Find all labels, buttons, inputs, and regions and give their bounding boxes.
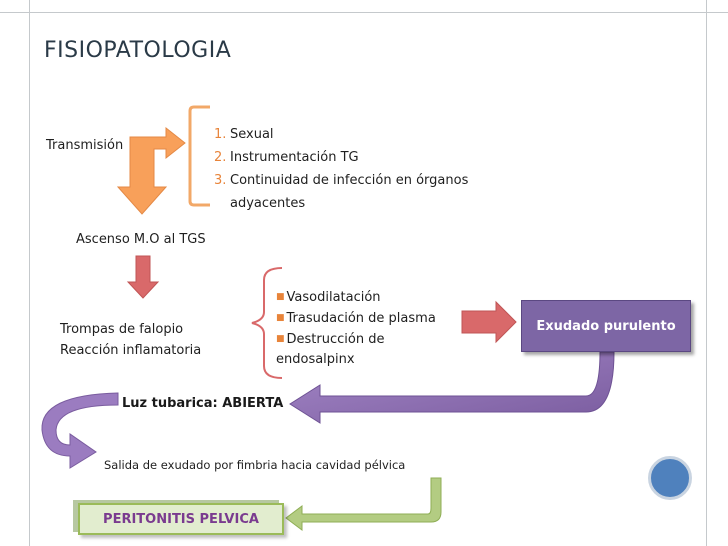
- decorative-circle: [648, 456, 692, 500]
- purple-curved-arrow: [41, 392, 119, 469]
- effect-item-1: ■Vasodilatación: [276, 287, 436, 308]
- cause-number-3: 3.: [214, 173, 227, 188]
- frame-top-line: [0, 12, 728, 13]
- orange-bracket: [188, 105, 210, 207]
- red-brace: [251, 267, 283, 379]
- transmision-label: Transmisión: [46, 138, 124, 153]
- red-down-arrow: [126, 255, 160, 299]
- orange-bent-arrow: [116, 126, 186, 215]
- cause-number-1: 1.: [214, 127, 227, 142]
- effect-item-3: ■Destrucción de: [276, 329, 436, 350]
- salida-label: Salida de exudado por fimbria hacia cavi…: [104, 458, 406, 472]
- green-return-arrow: [285, 477, 442, 531]
- effect-text-3: Destrucción de: [286, 332, 385, 347]
- effects-list: ■Vasodilatación ■Trasudación de plasma ■…: [276, 287, 436, 370]
- red-right-arrow: [461, 300, 517, 344]
- cause-text-1: Sexual: [230, 127, 274, 142]
- frame-left-line: [29, 0, 30, 546]
- peritonitis-box: PERITONITIS PELVICA: [78, 503, 284, 535]
- cause-number-2: 2.: [214, 150, 227, 165]
- exudado-box: Exudado purulento: [521, 300, 691, 352]
- frame-right-line: [706, 0, 707, 546]
- effect-text-2: Trasudación de plasma: [286, 311, 436, 326]
- effect-item-3-cont: endosalpinx: [276, 350, 436, 370]
- square-bullet-icon: ■: [276, 292, 285, 302]
- ascenso-label: Ascenso M.O al TGS: [76, 232, 206, 247]
- effect-text-3-cont: endosalpinx: [276, 352, 355, 367]
- square-bullet-icon: ■: [276, 334, 285, 344]
- square-bullet-icon: ■: [276, 313, 285, 323]
- effect-text-1: Vasodilatación: [286, 290, 381, 305]
- reaccion-label: Reacción inflamatoria: [60, 343, 202, 358]
- page-title: FISIOPATOLOGIA: [44, 38, 232, 63]
- cause-text-3: Continuidad de infección en órganos: [230, 173, 469, 188]
- luz-tubarica-label: Luz tubarica: ABIERTA: [122, 396, 284, 411]
- cause-text-3-cont: adyacentes: [230, 196, 306, 211]
- cause-text-2: Instrumentación TG: [230, 150, 359, 165]
- trompas-label: Trompas de falopio: [60, 322, 184, 337]
- cause-item-2: 2.Instrumentación TG: [214, 146, 468, 169]
- purple-return-arrow: [289, 351, 615, 424]
- cause-item-1: 1.Sexual: [214, 123, 468, 146]
- effect-item-2: ■Trasudación de plasma: [276, 308, 436, 329]
- causes-list: 1.Sexual 2.Instrumentación TG 3.Continui…: [214, 123, 468, 215]
- cause-item-3: 3.Continuidad de infección en órganos: [214, 169, 468, 192]
- cause-item-3-cont: adyacentes: [214, 192, 468, 215]
- cause-number-4: [214, 192, 230, 215]
